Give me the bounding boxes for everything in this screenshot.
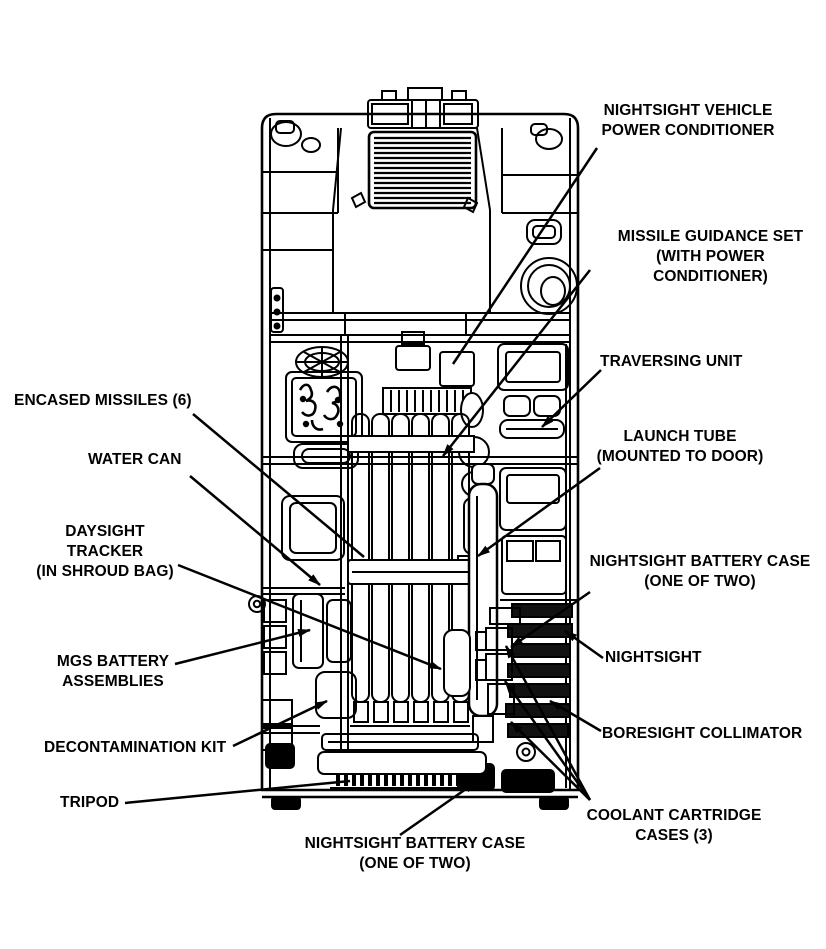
leader-launch-tube [477,466,601,558]
leader-lines [124,147,604,837]
label-missile-guidance-set: MISSILE GUIDANCE SET (WITH POWER CONDITI… [617,228,804,285]
label-nightsight-battery-case-right: NIGHTSIGHT BATTERY CASE (ONE OF TWO) [589,553,811,590]
label-decontamination-kit: DECONTAMINATION KIT [44,739,227,756]
label-nightsight-battery-case-bottom: NIGHTSIGHT BATTERY CASE (ONE OF TWO) [304,835,526,872]
daysight-tracker-drawing [443,629,471,697]
decontamination-kit-drawing [315,671,357,719]
leader-tripod [124,779,351,805]
label-encased-missiles: ENCASED MISSILES (6) [14,392,192,409]
launch-tube-drawing [467,463,499,743]
label-launch-tube: LAUNCH TUBE (MOUNTED TO DOOR) [596,428,764,465]
leader-missile-guidance-set [442,269,591,457]
leader-coolant-2 [503,680,592,801]
leader-daysight-tracker [177,563,442,671]
leader-mgs-battery [174,628,311,666]
leader-traversing-unit [541,369,602,428]
label-mgs-battery-assemblies: MGS BATTERY ASSEMBLIES [56,653,170,690]
power-conditioner-unit [382,331,475,415]
vehicle-body [248,87,580,810]
label-tripod: TRIPOD [60,794,120,811]
label-traversing-unit: TRAVERSING UNIT [600,353,743,370]
leader-nightsight-vehicle-power-conditioner [451,147,599,365]
leader-nightsight-battery-case-right [510,590,591,649]
leader-coolant-3 [510,721,591,801]
leader-encased-missiles [192,413,365,558]
leader-water-can [189,475,321,586]
label-daysight-tracker: DAYSIGHT TRACKER (IN SHROUD BAG) [36,523,174,580]
leader-coolant-1 [504,645,592,801]
tripod-assembly [262,725,487,789]
spare-tire [520,219,578,315]
leader-boresight-collimator [549,699,602,733]
label-boresight-collimator: BORESIGHT COLLIMATOR [602,725,803,742]
water-can-drawing [292,593,324,669]
roof-rack [367,87,479,129]
traversing-unit-drawing [497,343,569,439]
leader-decontamination-kit [232,699,328,748]
label-nightsight: NIGHTSIGHT [605,649,702,666]
hood-details [262,120,578,335]
leader-nightsight [564,629,604,660]
label-nightsight-vehicle-power-conditioner: NIGHTSIGHT VEHICLE POWER CONDITIONER [601,102,775,139]
control-box [285,371,363,469]
label-water-can: WATER CAN [88,451,182,468]
label-coolant-cartridge-cases: COOLANT CARTRIDGE CASES (3) [586,807,762,844]
leader-nightsight-battery-case-bottom [399,780,477,837]
radiator-grille [367,130,478,210]
